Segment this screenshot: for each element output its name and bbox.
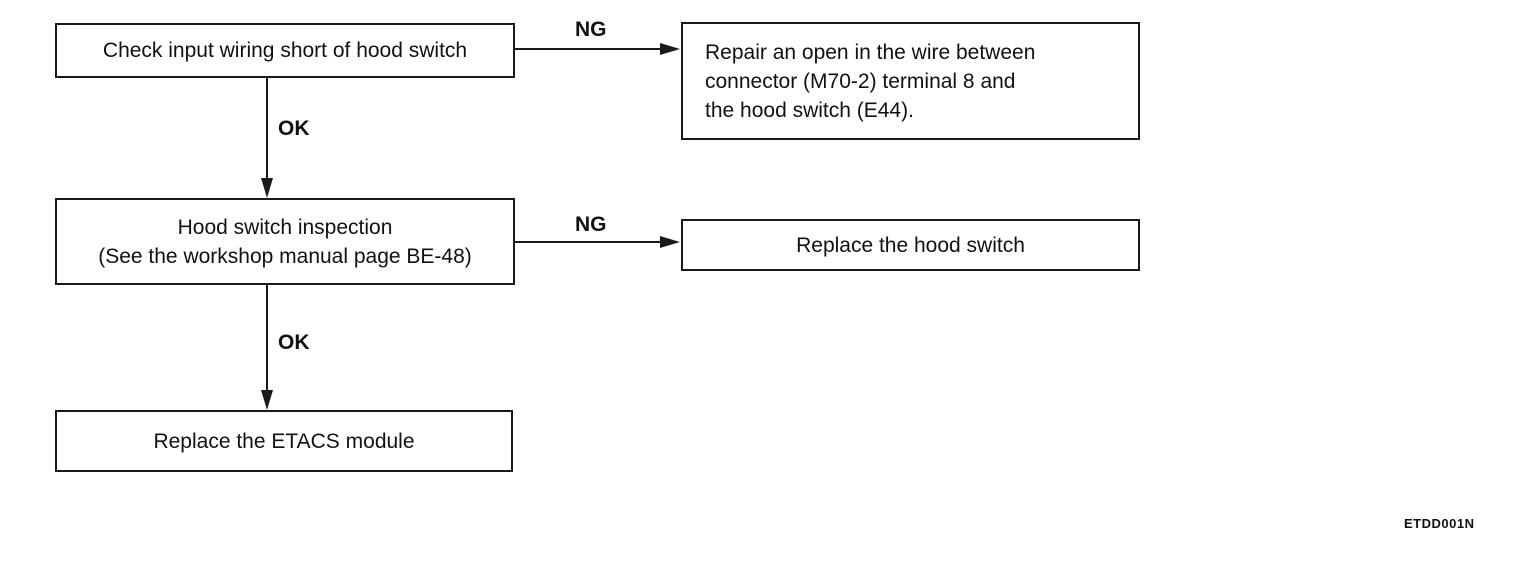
step-repair-open-wire-line-3: the hood switch (E44). (705, 98, 914, 122)
branch-label-ng-1: NG (575, 18, 607, 41)
step-repair-open-wire-line-1: Repair an open in the wire between (705, 40, 1036, 64)
step-hood-switch-inspection-line-1: Hood switch inspection (177, 215, 393, 239)
step-replace-etacs-module-text: Replace the ETACS module (153, 429, 415, 453)
branch-label-ok-1: OK (278, 117, 310, 140)
step-repair-open-wire-line-2: connector (M70-2) terminal 8 and (705, 69, 1016, 93)
step-replace-etacs-module: Replace the ETACS module (55, 410, 513, 472)
arrow-ng-2-head (660, 236, 680, 248)
figure-code: ETDD001N (1404, 516, 1475, 531)
step-check-input-wiring: Check input wiring short of hood switch (55, 23, 515, 78)
step-replace-hood-switch: Replace the hood switch (681, 219, 1140, 271)
step-hood-switch-inspection-line-2: (See the workshop manual page BE-48) (98, 244, 472, 268)
step-check-input-wiring-text: Check input wiring short of hood switch (102, 39, 468, 62)
arrow-ok-1-head (261, 178, 273, 198)
branch-label-ok-2: OK (278, 331, 310, 354)
arrow-ok-2-head (261, 390, 273, 410)
arrow-ng-1-head (660, 43, 680, 55)
step-hood-switch-inspection: Hood switch inspection (See the workshop… (55, 198, 515, 285)
step-replace-hood-switch-text: Replace the hood switch (796, 233, 1025, 257)
branch-label-ng-2: NG (575, 213, 607, 236)
step-repair-open-wire: Repair an open in the wire between conne… (681, 22, 1140, 140)
